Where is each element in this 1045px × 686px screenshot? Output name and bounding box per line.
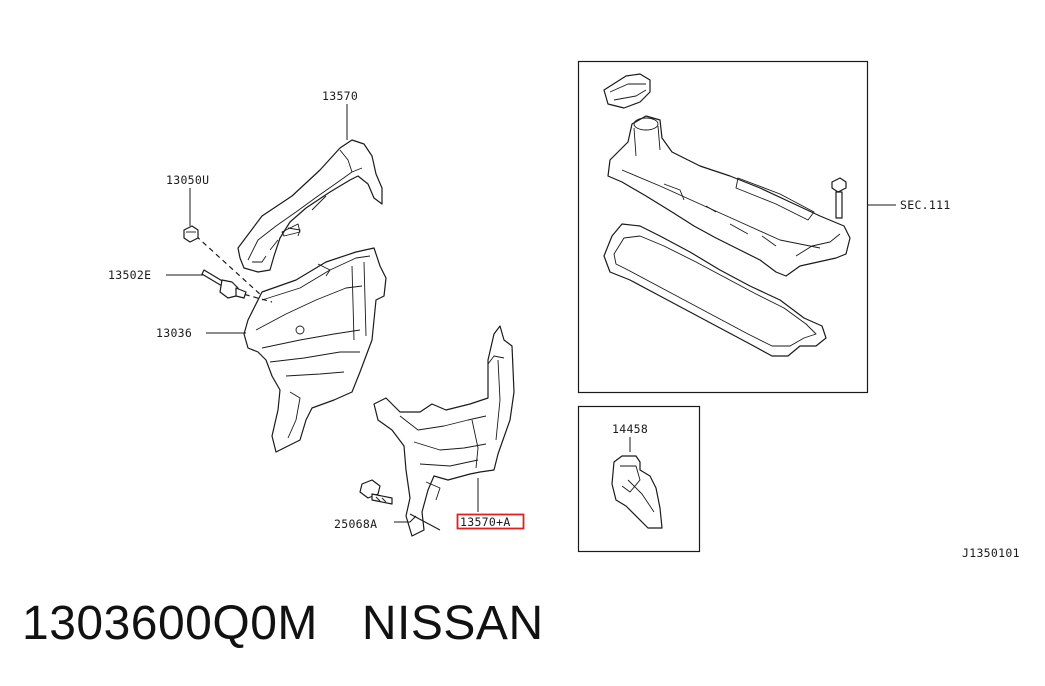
dashed-line-13502e xyxy=(235,291,273,303)
label-13036: 13036 xyxy=(156,326,192,340)
label-25068a: 25068A xyxy=(334,517,377,531)
part-13502e-stud xyxy=(201,269,247,299)
part-13570-upper-cover xyxy=(237,139,383,273)
part-25068a-bolt xyxy=(359,479,393,505)
part-number: 1303600Q0M xyxy=(22,597,318,650)
sec-111-box xyxy=(577,60,869,394)
part-13570a-lower-cover xyxy=(373,325,515,537)
part-13036-cover xyxy=(243,247,387,453)
part-14458-box xyxy=(577,405,701,553)
label-13050u: 13050U xyxy=(166,173,209,187)
part-13050u-nut xyxy=(183,225,199,243)
highlight-box xyxy=(456,513,525,530)
label-13570a: 13570+A xyxy=(460,515,511,529)
label-sec-111: SEC.111 xyxy=(900,198,951,212)
valve-cover-assembly xyxy=(603,73,851,357)
label-13570: 13570 xyxy=(322,89,358,103)
brand-name: NISSAN xyxy=(361,597,544,650)
leader-lines xyxy=(166,104,896,531)
part-14458-insulator xyxy=(611,455,663,529)
footer: 1303600Q0M NISSAN xyxy=(22,596,544,656)
label-14458: 14458 xyxy=(612,422,648,436)
dashed-line-13050u xyxy=(195,235,263,297)
diagram-code: J1350101 xyxy=(962,546,1020,560)
label-13502e: 13502E xyxy=(108,268,151,282)
